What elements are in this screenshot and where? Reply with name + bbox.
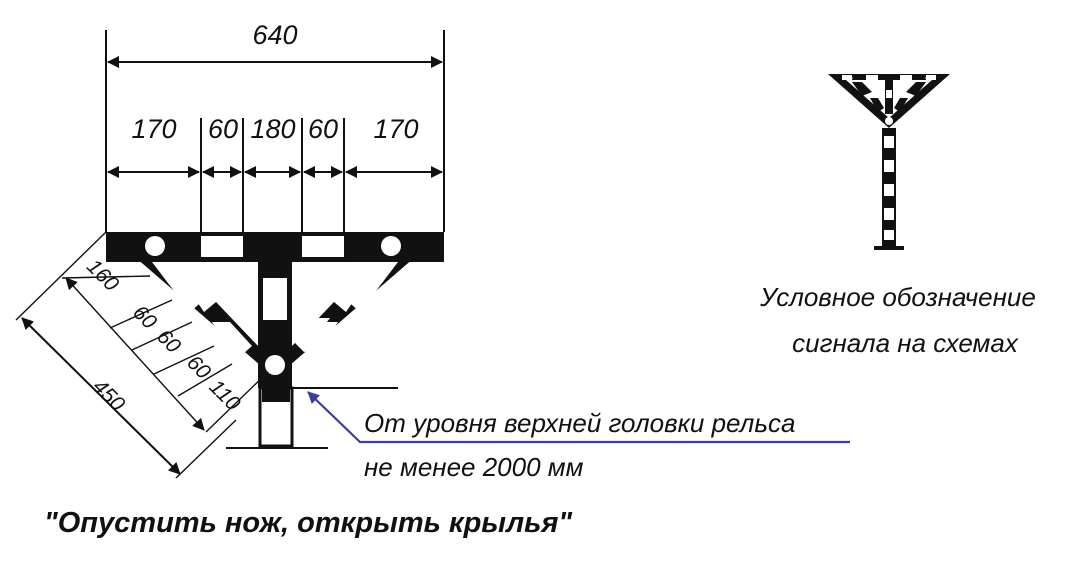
legend-line2: сигнала на схемах [792, 328, 1019, 358]
dim-segment-2: 60 [208, 114, 238, 144]
top-dimensions: 640 170 60 180 60 170 [105, 20, 445, 234]
dim-diag-3: 60 [152, 325, 185, 358]
height-note: От уровня верхней головки рельса не мене… [292, 387, 850, 482]
dim-640: 640 [252, 20, 297, 50]
dim-diag-4: 60 [182, 351, 215, 384]
right-stripe-b [298, 322, 338, 360]
dim-segment-5: 170 [373, 114, 418, 144]
hole-bottom [265, 355, 285, 375]
dim-diag-2: 60 [128, 301, 161, 334]
top-bar-white-right [302, 236, 344, 257]
right-stripe-a [344, 262, 398, 312]
knife-white [263, 278, 287, 320]
dim-450: 450 [88, 375, 129, 416]
schematic-symbol [828, 74, 950, 250]
caption: "Опустить нож, открыть крылья" [44, 507, 573, 539]
right-inner-space [292, 262, 372, 346]
dim-segment-1: 170 [131, 114, 176, 144]
leader-line [307, 391, 850, 444]
hole-right [381, 236, 401, 256]
dim-segment-4: 60 [308, 114, 338, 144]
top-bar-white-left [201, 236, 243, 257]
left-stripe-b [212, 322, 252, 360]
signal-shape [106, 232, 444, 449]
legend-line1: Условное обозначение [759, 282, 1036, 312]
height-note-line1: От уровня верхней головки рельса [364, 408, 795, 438]
dim-diag-5: 110 [205, 375, 245, 415]
dim-segment-3: 180 [250, 114, 295, 144]
post-black [262, 388, 290, 402]
hole-left [145, 236, 165, 256]
height-note-line2: не менее 2000 мм [364, 452, 584, 482]
